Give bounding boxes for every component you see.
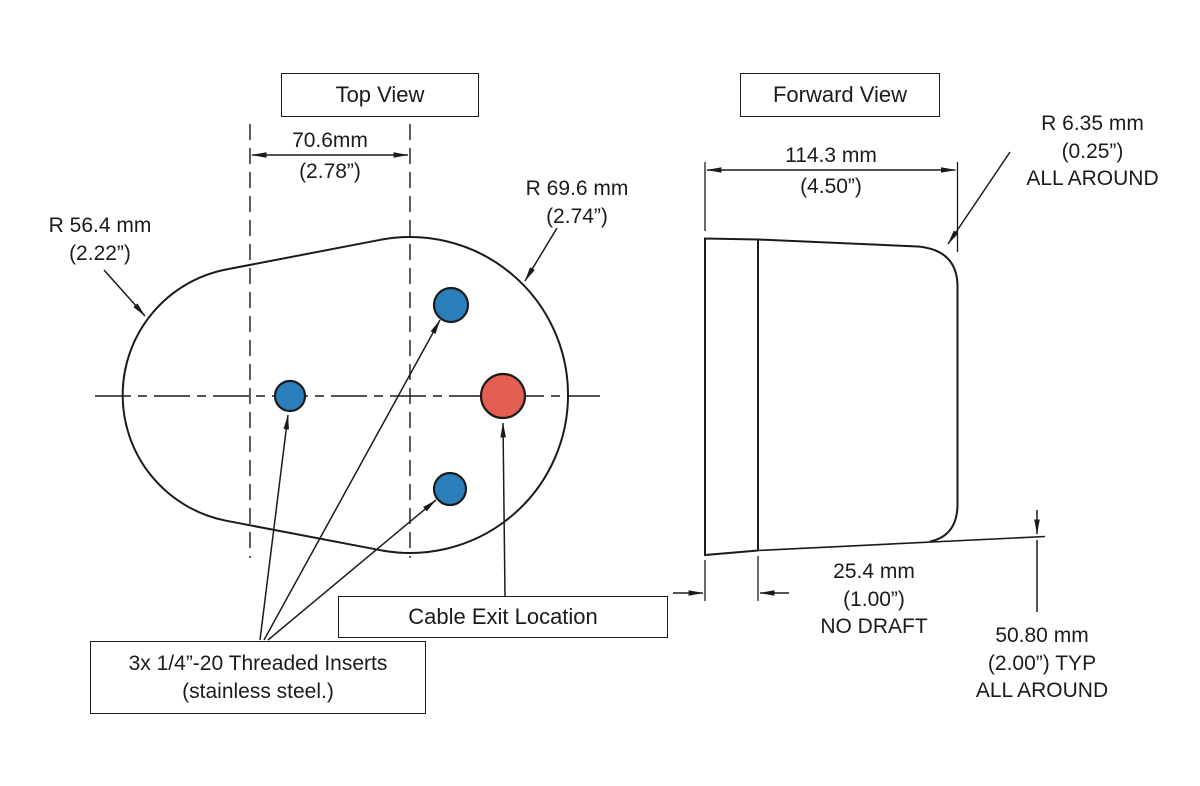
top-view-title: Top View bbox=[335, 81, 425, 107]
label-line: (0.25”) bbox=[1061, 139, 1124, 163]
width-dim-mm-label: 70.6mm bbox=[240, 127, 420, 155]
cable-exit-label-box: Cable Exit Location bbox=[338, 596, 668, 638]
flange-dim-label: 25.4 mm (1.00”) NO DRAFT bbox=[784, 558, 964, 641]
leader-insert-top bbox=[263, 319, 441, 641]
leader-outer-radius bbox=[524, 227, 558, 282]
outer-radius-label: R 69.6 mm (2.74”) bbox=[492, 175, 662, 230]
forward-view-bottom-extension bbox=[757, 535, 1046, 552]
forward-view-title-box: Forward View bbox=[740, 73, 940, 117]
label-line: (2.00”) TYP bbox=[987, 651, 1097, 675]
label-line: R 69.6 mm bbox=[525, 177, 629, 200]
cable-exit-hole bbox=[479, 372, 527, 420]
forward-view-body-outline bbox=[757, 238, 959, 543]
fwd-width-dim-in-label: (4.50”) bbox=[741, 173, 921, 201]
forward-view-flange-outline bbox=[704, 237, 759, 557]
label-line: R 56.4 mm bbox=[48, 214, 152, 237]
label-line: 25.4 mm bbox=[833, 560, 915, 583]
forward-view-linework bbox=[673, 151, 1046, 612]
label-line: R 6.35 mm bbox=[1041, 112, 1144, 135]
cable-exit-label: Cable Exit Location bbox=[408, 603, 598, 629]
width-dim-in-label: (2.78”) bbox=[240, 158, 420, 186]
dim-value: 70.6mm bbox=[292, 129, 368, 152]
leader-cable-exit bbox=[500, 422, 506, 597]
dim-value: (2.78”) bbox=[299, 160, 361, 183]
label-line: (2.22”) bbox=[69, 241, 131, 265]
top-view-holes bbox=[273, 286, 527, 507]
label-line: NO DRAFT bbox=[820, 615, 928, 639]
inserts-label-line2: (stainless steel.) bbox=[182, 679, 334, 703]
leader-insert-bottom bbox=[267, 499, 437, 641]
label-line: ALL AROUND bbox=[1026, 167, 1159, 191]
threaded-inserts-label-box: 3x 1/4”-20 Threaded Inserts (stainless s… bbox=[90, 641, 426, 714]
label-line: 50.80 mm bbox=[995, 624, 1089, 647]
leader-left-radius bbox=[103, 269, 146, 317]
leader-insert-left bbox=[259, 414, 289, 641]
label-line: ALL AROUND bbox=[975, 679, 1109, 703]
left-radius-label: R 56.4 mm (2.22”) bbox=[20, 212, 180, 267]
leader-corner-radius bbox=[947, 151, 1011, 245]
inserts-label-line1: 3x 1/4”-20 Threaded Inserts bbox=[128, 652, 388, 676]
top-view-title-box: Top View bbox=[281, 73, 479, 117]
top-view-outline bbox=[121, 236, 570, 554]
fwd-width-dim-mm-label: 114.3 mm bbox=[741, 142, 921, 170]
dim-value: 114.3 mm bbox=[785, 144, 877, 167]
dim-value: (4.50”) bbox=[800, 175, 862, 198]
label-line: (2.74”) bbox=[546, 204, 608, 228]
threaded-insert-left bbox=[273, 379, 307, 413]
top-view-linework bbox=[95, 124, 600, 641]
label-line: (1.00”) bbox=[843, 587, 905, 611]
corner-radius-label: R 6.35 mm (0.25”) ALL AROUND bbox=[1005, 110, 1180, 193]
threaded-insert-top bbox=[432, 286, 470, 324]
forward-view-title: Forward View bbox=[772, 81, 908, 107]
threaded-insert-bottom bbox=[432, 471, 468, 507]
wall-dim-label: 50.80 mm (2.00”) TYP ALL AROUND bbox=[952, 622, 1132, 705]
